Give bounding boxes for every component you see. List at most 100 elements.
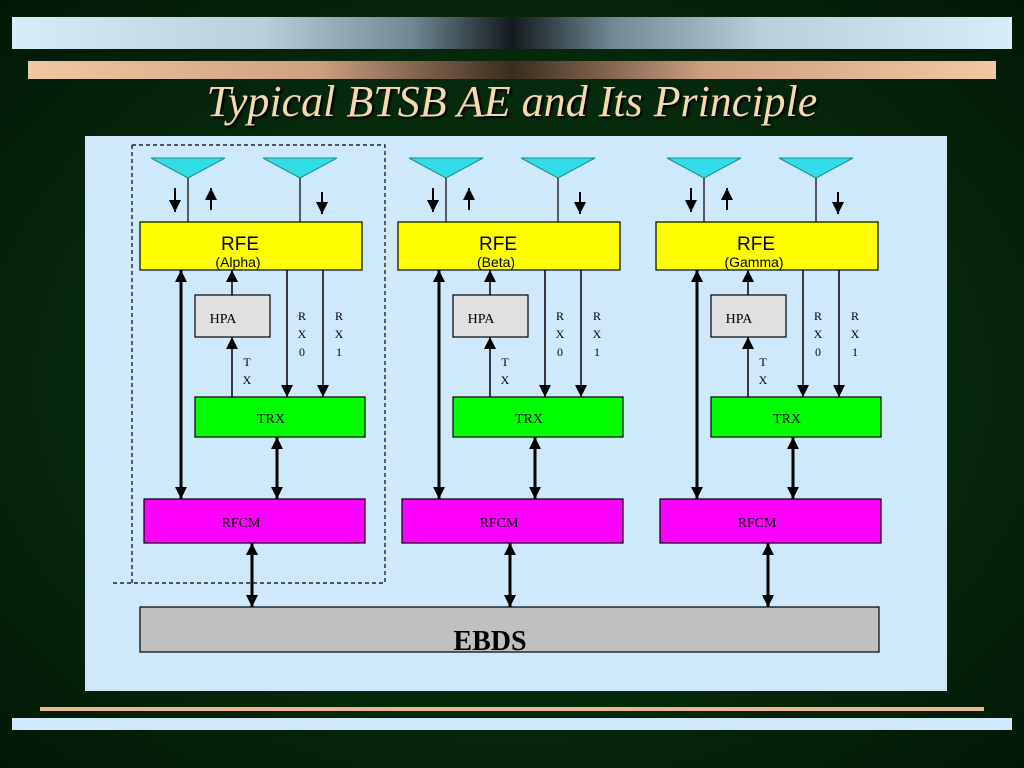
ebds-block: [139, 606, 880, 653]
rfcm-ebds-arrow-head2: [762, 543, 774, 555]
trx-rfcm-arrow-head: [787, 487, 799, 499]
tx-label-char: X: [243, 373, 252, 387]
trx-to-hpa-arrow-head: [226, 337, 238, 349]
rx0-arrow-head: [281, 385, 293, 397]
rx0-label-char: 0: [299, 345, 305, 359]
tx-label: TX: [759, 355, 768, 387]
hpa-label: HPA: [210, 312, 238, 327]
hpa-to-rfe-arrow-head: [226, 270, 238, 282]
tx-arrow-up-head: [463, 188, 475, 200]
antenna-1-icon: [150, 157, 226, 179]
tx-label: TX: [501, 355, 510, 387]
rx0-label-char: 0: [815, 345, 821, 359]
rx-arrow-down-2-head: [832, 202, 844, 214]
rx0-label-char: X: [298, 327, 307, 341]
rx1-label-char: R: [335, 309, 343, 323]
rx0-arrow-head: [797, 385, 809, 397]
rfcm-block: [143, 498, 366, 544]
title-accent-bar: [28, 61, 996, 79]
rx1-label: RX 1: [851, 309, 860, 359]
antenna-2-icon: [520, 157, 596, 179]
rx1-arrow-head: [833, 385, 845, 397]
ebds-label: EBDS: [453, 626, 526, 657]
rfe-sector-name: (Alpha): [215, 254, 260, 270]
rx1-arrow-head: [575, 385, 587, 397]
trx-rfcm-arrow-head2: [787, 437, 799, 449]
rx-arrow-down-1-head: [685, 200, 697, 212]
trx-rfcm-arrow-head2: [271, 437, 283, 449]
tx-label-char: T: [759, 355, 767, 369]
rfe-rfcm-arrow-head: [433, 487, 445, 499]
rfcm-ebds-arrow-head: [246, 595, 258, 607]
slide-title: Typical BTSB AE and Its Principle: [206, 77, 818, 126]
rx0-label-char: 0: [557, 345, 563, 359]
hpa-to-rfe-arrow-head: [484, 270, 496, 282]
rx1-label-char: R: [593, 309, 601, 323]
rfe-rfcm-arrow-head2: [175, 270, 187, 282]
antenna-2-icon: [778, 157, 854, 179]
rx1-label-char: X: [851, 327, 860, 341]
antenna-1-icon: [408, 157, 484, 179]
rfe-label: RFE: [221, 234, 259, 255]
trx-label: TRX: [515, 412, 543, 427]
rfe-block: [397, 221, 621, 271]
rfe-rfcm-arrow-head: [691, 487, 703, 499]
tx-label-char: X: [759, 373, 768, 387]
rfcm-block: [659, 498, 882, 544]
alpha-sector-outline: [110, 144, 386, 584]
tx-label-char: T: [243, 355, 251, 369]
tx-arrow-up-head: [721, 188, 733, 200]
tx-arrow-up-head: [205, 188, 217, 200]
rfcm-ebds-arrow-head: [504, 595, 516, 607]
rx1-label-char: 1: [852, 345, 858, 359]
rfe-sector-name: (Gamma): [724, 254, 783, 270]
rfcm-ebds-arrow-head2: [504, 543, 516, 555]
hpa-label: HPA: [468, 312, 496, 327]
trx-label: TRX: [257, 412, 285, 427]
rx1-arrow-head: [317, 385, 329, 397]
rx0-label-char: X: [556, 327, 565, 341]
trx-block: [194, 396, 366, 438]
rfe-label: RFE: [737, 234, 775, 255]
rx1-label: RX1: [593, 309, 602, 359]
rfcm-label: RFCM: [222, 516, 261, 531]
hpa-to-rfe-arrow-head: [742, 270, 754, 282]
antenna-2-icon: [262, 157, 338, 179]
top-decor-bar: [12, 17, 1012, 49]
rx0-arrow-head: [539, 385, 551, 397]
rfcm-block: [401, 498, 624, 544]
rfe-rfcm-arrow-head2: [691, 270, 703, 282]
rx0-label: RX0: [556, 309, 565, 359]
rx0-label-char: X: [814, 327, 823, 341]
rx-arrow-down-1-head: [169, 200, 181, 212]
rfe-rfcm-arrow-head: [175, 487, 187, 499]
rx1-label-char: X: [335, 327, 344, 341]
tx-label-char: X: [501, 373, 510, 387]
rx0-label: RX 0: [298, 309, 307, 359]
rfcm-ebds-arrow-head: [762, 595, 774, 607]
trx-rfcm-arrow-head: [529, 487, 541, 499]
hpa-block: [452, 294, 529, 338]
rfe-block: [139, 221, 363, 271]
tx-label: TX: [243, 355, 252, 387]
rx0-label: RX0: [814, 309, 823, 359]
rfcm-label: RFCM: [738, 516, 777, 531]
bottom-decor-bar: [12, 718, 1012, 730]
hpa-label: HPA: [726, 312, 754, 327]
trx-block: [710, 396, 882, 438]
rx1-label-char: R: [851, 309, 859, 323]
rfcm-label: RFCM: [480, 516, 519, 531]
bottom-decor-line: [40, 707, 984, 711]
hpa-block: [194, 294, 271, 338]
antenna-1-icon: [666, 157, 742, 179]
rfe-block: [655, 221, 879, 271]
rfe-label: RFE: [479, 234, 517, 255]
rx1-label-char: 1: [336, 345, 342, 359]
rx1-label-char: 1: [594, 345, 600, 359]
hpa-block: [710, 294, 787, 338]
trx-rfcm-arrow-head: [271, 487, 283, 499]
rx0-label-char: R: [298, 309, 306, 323]
rfcm-ebds-arrow-head2: [246, 543, 258, 555]
trx-to-hpa-arrow-head: [742, 337, 754, 349]
